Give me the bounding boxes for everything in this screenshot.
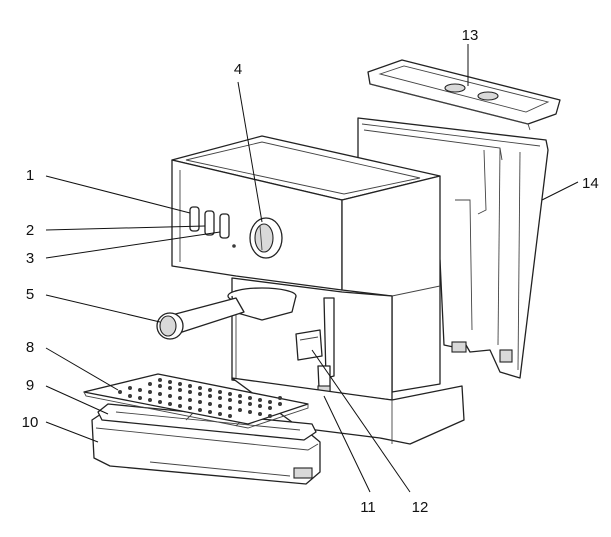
cup-tray <box>83 373 309 429</box>
leader-1 <box>45 175 191 214</box>
callout-numbers: 1 2 3 4 5 8 9 10 11 12 13 14 <box>22 27 599 516</box>
callout-4: 4 <box>234 61 242 78</box>
leader-14 <box>541 181 579 201</box>
callout-5: 5 <box>26 286 34 303</box>
callout-3: 3 <box>26 250 34 267</box>
leader-12 <box>311 349 411 493</box>
steam-knob <box>295 329 323 361</box>
control-buttons <box>189 206 236 248</box>
machine-body <box>171 135 441 401</box>
leader-10 <box>45 421 99 443</box>
leader-5 <box>45 294 161 323</box>
leader-3 <box>45 231 221 259</box>
portafilter <box>156 287 297 340</box>
callout-8: 8 <box>26 339 34 356</box>
cup-tray-holes <box>118 378 282 418</box>
leader-11 <box>323 395 371 493</box>
callout-10: 10 <box>22 414 39 431</box>
callout-2: 2 <box>26 222 34 239</box>
callout-11: 11 <box>360 499 376 516</box>
power-button <box>189 206 200 232</box>
callout-9: 9 <box>26 377 34 394</box>
water-tank-lid <box>367 59 561 131</box>
callout-13: 13 <box>462 27 479 44</box>
leader-9 <box>45 385 109 415</box>
drip-tray-grid <box>97 403 317 441</box>
leader-4 <box>237 81 263 223</box>
coffee-button <box>204 210 215 236</box>
callout-12: 12 <box>412 499 429 516</box>
callout-14: 14 <box>582 175 599 192</box>
steam-button <box>219 213 230 239</box>
leader-2 <box>45 225 206 231</box>
control-knob <box>249 217 283 259</box>
callout-1: 1 <box>26 167 34 184</box>
water-tank <box>357 117 549 379</box>
leader-8 <box>45 347 119 391</box>
leader-lines <box>45 44 579 493</box>
